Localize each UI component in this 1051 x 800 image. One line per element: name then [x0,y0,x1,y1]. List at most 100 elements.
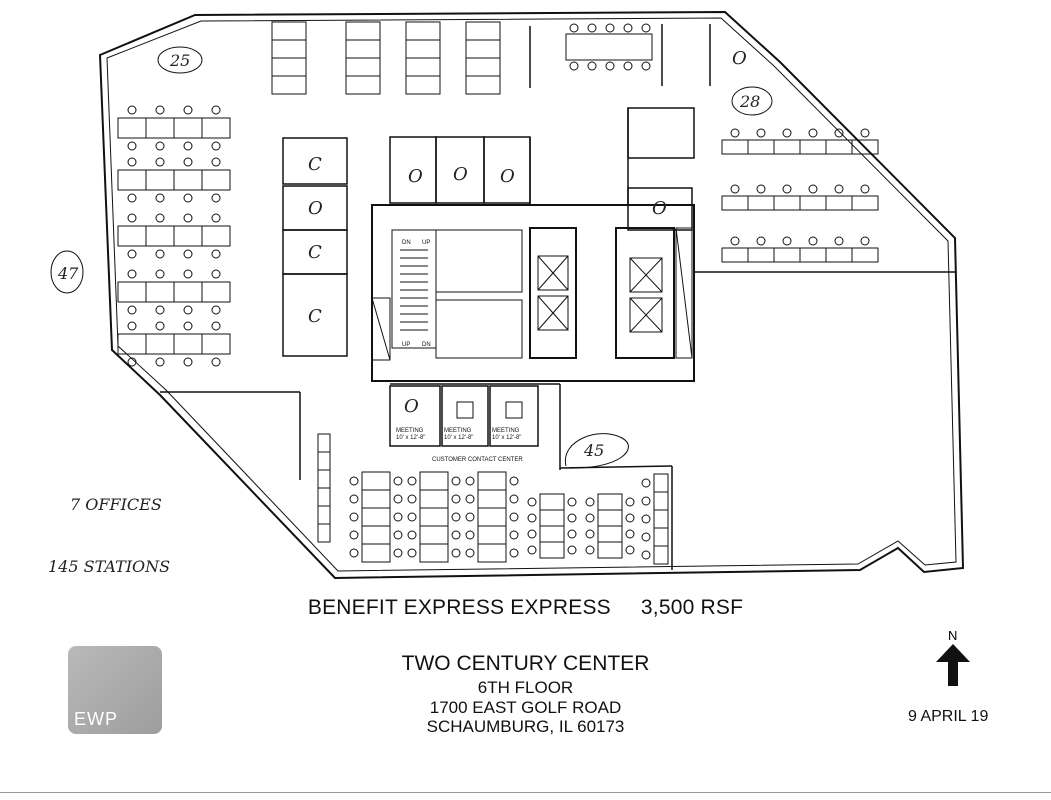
chair [407,530,417,540]
chair [567,497,577,507]
workstation-desk [653,509,669,529]
chair [211,157,221,167]
chair [641,23,651,33]
chair [127,157,137,167]
workstation-desk [851,195,879,211]
office-mark: O [308,198,323,219]
workstation-desk [201,333,231,355]
workstation-desk [173,169,203,191]
chair [155,269,165,279]
chair [127,357,137,367]
chair [393,530,403,540]
chair [641,532,651,542]
workstations [117,21,879,565]
chair [211,321,221,331]
meeting-rooms: MEETING 10' x 12'-8" MEETING 10' x 12'-8… [389,385,539,463]
floor-label: 6TH FLOOR [477,678,574,697]
workstation-desk [173,225,203,247]
workstation-desk [345,21,381,41]
chair [623,61,633,71]
annotations: 25 28 47 45 7 OFFICES 145 STATIONS [48,46,773,576]
workstation-desk [773,139,801,155]
workstation-desk [465,39,501,59]
workstation-desk [117,225,147,247]
project-title: BENEFIT EXPRESS EXPRESS 3,500 RSF [0,596,1051,620]
chair [527,497,537,507]
workstation-desk [201,117,231,139]
chair [756,236,766,246]
workstation-desk [361,525,391,545]
workstation-desk [597,525,623,543]
chair [407,548,417,558]
workstation-desk [117,281,147,303]
chair [127,213,137,223]
workstation-desk [721,139,749,155]
chair [393,512,403,522]
chair [465,548,475,558]
chair [860,128,870,138]
chair [407,512,417,522]
workstation-desk [271,21,307,41]
workstation-desk [653,491,669,511]
chair [569,61,579,71]
contact-center-label: CUSTOMER CONTACT CENTER [432,457,523,463]
workstation-desk [145,333,175,355]
workstation-desk [597,509,623,527]
meeting-size: 10' x 12'-8" [396,435,425,441]
workstation-desk [317,433,331,453]
workstation-desk [405,39,441,59]
workstation-desk [361,507,391,527]
workstation-desk [465,75,501,95]
chair [183,105,193,115]
workstation-desk [345,39,381,59]
chair [834,128,844,138]
workstation-desk [747,195,775,211]
chair [393,476,403,486]
office-mark: O [652,198,667,219]
chair [183,193,193,203]
workstation-desk [419,543,449,563]
workstation-desk [345,75,381,95]
workstation-desk [539,525,565,543]
chair [585,545,595,555]
workstation-desk [317,505,331,525]
logo-text: EWP [74,709,119,729]
workstation-desk [201,169,231,191]
conference-table [565,33,653,61]
chair [641,514,651,524]
chair [155,141,165,151]
workstation-desk [405,75,441,95]
chair [451,530,461,540]
chair [349,476,359,486]
chair [451,494,461,504]
meeting-label: MEETING [396,428,424,434]
workstation-desk [317,469,331,489]
chair [211,193,221,203]
chair [349,494,359,504]
chair [782,128,792,138]
chair [127,141,137,151]
workstation-desk [271,39,307,59]
chair [782,184,792,194]
chair [605,61,615,71]
building-name: TWO CENTURY CENTER [401,652,650,675]
workstation-desk [173,281,203,303]
chair [155,157,165,167]
workstation-desk [653,527,669,547]
chair [183,249,193,259]
chair [569,23,579,33]
chair [183,321,193,331]
chair [393,494,403,504]
stair-dn-label: DN [402,240,411,246]
office-mark: O [732,48,747,69]
chair [625,497,635,507]
workstation-desk [597,493,623,511]
chair [834,184,844,194]
workstation-desk [317,523,331,543]
north-label: N [948,628,957,643]
meeting-size: 10' x 12'-8" [444,435,473,441]
chair [587,23,597,33]
chair [509,530,519,540]
project-name: BENEFIT EXPRESS EXPRESS [307,596,611,619]
